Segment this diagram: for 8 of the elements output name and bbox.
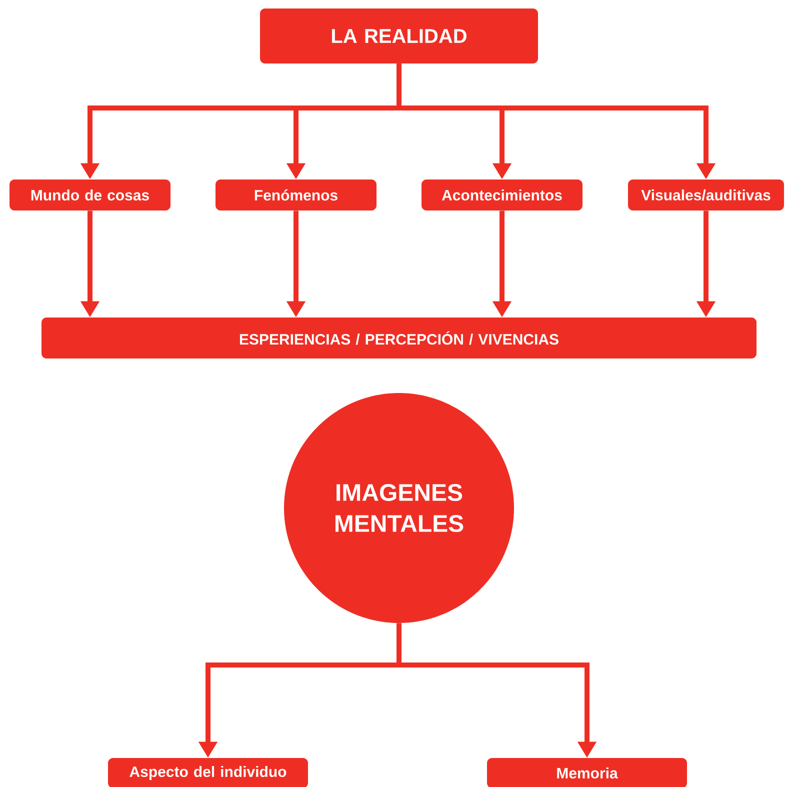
category-box: Aspecto del individuo — [108, 758, 308, 787]
category-box: Acontecimientos — [422, 180, 582, 210]
banner-bar: ESPERIENCIAS / PERCEPCIÓN / VIVENCIAS — [42, 318, 756, 358]
title-box: LA REALIDAD — [260, 8, 538, 64]
category-box: Mundo de cosas — [10, 180, 170, 210]
category-box: Fenómenos — [216, 180, 376, 210]
category-box: Memoria — [487, 758, 687, 787]
category-box: Visuales/auditivas — [628, 180, 784, 210]
